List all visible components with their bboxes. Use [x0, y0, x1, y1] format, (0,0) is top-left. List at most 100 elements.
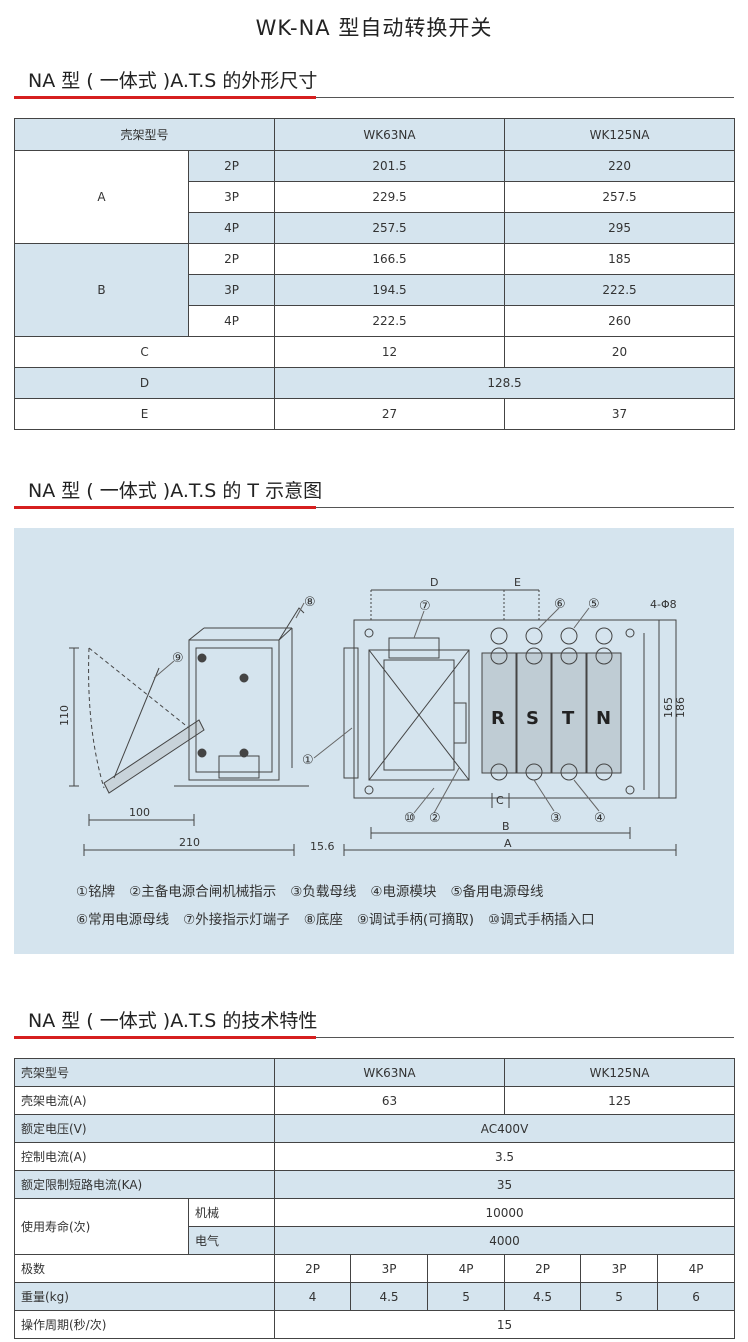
value-cell: 5: [580, 1282, 659, 1311]
section-header-specs: NA 型 ( 一体式 )A.T.S 的技术特性: [14, 1008, 734, 1039]
header-model-2: WK125NA: [504, 118, 736, 151]
section-title-diagram: NA 型 ( 一体式 )A.T.S 的 T 示意图: [28, 480, 323, 502]
header-frame-model: 壳架型号: [13, 1058, 276, 1087]
table-row: 控制电流(A) 3.5: [13, 1142, 736, 1171]
front-dimensions: [343, 620, 677, 856]
value-cell: 222.5: [274, 305, 506, 337]
legend-item: ②主备电源合闸机械指示: [129, 884, 277, 900]
legend-item: ⑨调试手柄(可摘取): [356, 912, 474, 928]
value-cell: 35: [274, 1170, 736, 1199]
value-cell: 4: [274, 1282, 352, 1311]
table-row: 4P 222.5 260: [15, 305, 736, 337]
value-cell: 4000: [274, 1226, 736, 1255]
value-cell: 37: [504, 398, 736, 430]
table-row: A 2P 201.5 220: [14, 150, 736, 244]
dim-label: 165: [662, 697, 675, 718]
row-label: 操作周期(秒/次): [13, 1310, 276, 1339]
dim-label: 15.6: [310, 840, 335, 853]
callout-10: ⑩: [404, 811, 416, 826]
value-cell: 295: [504, 212, 736, 244]
sub-label: 电气: [187, 1226, 276, 1255]
table-header-row: 壳架型号 WK63NA WK125NA: [13, 1058, 736, 1087]
legend-item: ⑦外接指示灯端子: [183, 912, 290, 928]
callout-9: ⑨: [172, 651, 184, 666]
table-row: 重量(kg) 4 4.5 5 4.5 5 6: [13, 1282, 736, 1311]
value-cell: 2P: [274, 1254, 352, 1283]
pole-label-N: N: [596, 708, 611, 729]
header-model-1: WK63NA: [274, 1058, 506, 1087]
value-cell: 4P: [427, 1254, 506, 1283]
callout-4: ④: [594, 811, 606, 826]
table-row: 额定电压(V) AC400V: [13, 1114, 736, 1143]
dim-label: E: [514, 576, 521, 589]
value-cell: 194.5: [274, 274, 506, 306]
value-cell: 63: [274, 1086, 506, 1115]
table-row: 额定限制短路电流(KA) 35: [13, 1170, 736, 1199]
section-title-dimensions: NA 型 ( 一体式 )A.T.S 的外形尺寸: [28, 70, 318, 92]
value-cell: 125: [504, 1086, 736, 1115]
callout-5: ⑤: [588, 597, 600, 612]
section-accent-line: [14, 506, 316, 509]
dim-label: 110: [58, 705, 71, 726]
value-cell: 15: [274, 1310, 736, 1339]
row-label: 极数: [13, 1254, 276, 1283]
table-row: 使用寿命(次) 机械 10000: [14, 1198, 736, 1255]
legend-item: ⑤备用电源母线: [450, 884, 544, 900]
value-cell: 2P: [504, 1254, 582, 1283]
section-accent-line: [14, 96, 316, 99]
header-model-1: WK63NA: [274, 118, 506, 151]
dim-label: A: [504, 837, 512, 850]
legend-item: ④电源模块: [370, 884, 437, 900]
table-row: D 128.5: [13, 367, 736, 399]
value-cell: 229.5: [274, 181, 506, 213]
row-label-D: D: [13, 367, 276, 399]
value-cell: 6: [657, 1282, 736, 1311]
value-cell: 222.5: [504, 274, 736, 306]
legend-item: ⑥常用电源母线: [76, 912, 170, 928]
dim-label: 100: [129, 806, 150, 819]
row-label-A: A: [14, 150, 189, 244]
callout-3: ③: [550, 811, 562, 826]
value-cell: 5: [427, 1282, 506, 1311]
pole-label-R: R: [491, 708, 505, 729]
value-cell: 260: [504, 305, 736, 337]
callout-6: ⑥: [554, 597, 566, 612]
table-row: 电气 4000: [15, 1226, 736, 1255]
row-label-C: C: [13, 336, 276, 368]
value-cell: 3P: [580, 1254, 659, 1283]
legend-item: ⑧底座: [303, 912, 343, 928]
row-label: 额定限制短路电流(KA): [13, 1170, 276, 1199]
front-view: [343, 589, 677, 799]
value-cell: 257.5: [274, 212, 506, 244]
pole-cell: 3P: [187, 181, 276, 213]
legend-item: ③负载母线: [290, 884, 357, 900]
callout-2: ②: [429, 811, 441, 826]
pole-cell: 4P: [187, 212, 276, 244]
pole-label-S: S: [526, 708, 539, 729]
value-cell: 4P: [657, 1254, 736, 1283]
callout-leaders: [153, 602, 600, 814]
pole-cell: 3P: [187, 274, 276, 306]
header-model-2: WK125NA: [504, 1058, 736, 1087]
specs-table: 壳架型号 WK63NA WK125NA 壳架电流(A) 63 125 额定电压(…: [13, 1058, 736, 1339]
row-label: 使用寿命(次): [14, 1198, 189, 1255]
table-row: 3P 194.5 222.5: [15, 274, 736, 306]
table-row: 壳架电流(A) 63 125: [13, 1086, 736, 1115]
page-title: WK-NA 型自动转换开关: [255, 16, 493, 40]
table-row: 4P 257.5 295: [15, 212, 736, 244]
table-row: 操作周期(秒/次) 15: [13, 1310, 736, 1339]
value-cell: 12: [274, 336, 506, 368]
pole-cell: 2P: [187, 243, 276, 275]
callout-1: ①: [302, 753, 314, 768]
value-cell: 10000: [274, 1198, 736, 1227]
value-cell: 20: [504, 336, 736, 368]
sub-label: 机械: [187, 1198, 276, 1227]
side-view: [69, 607, 309, 856]
dim-label: B: [502, 820, 510, 833]
dim-label: 4-Φ8: [650, 598, 677, 611]
value-cell: 27: [274, 398, 506, 430]
callout-8: ⑧: [304, 595, 316, 610]
section-header-dimensions: NA 型 ( 一体式 )A.T.S 的外形尺寸: [14, 68, 734, 99]
dim-label: C: [496, 794, 504, 807]
